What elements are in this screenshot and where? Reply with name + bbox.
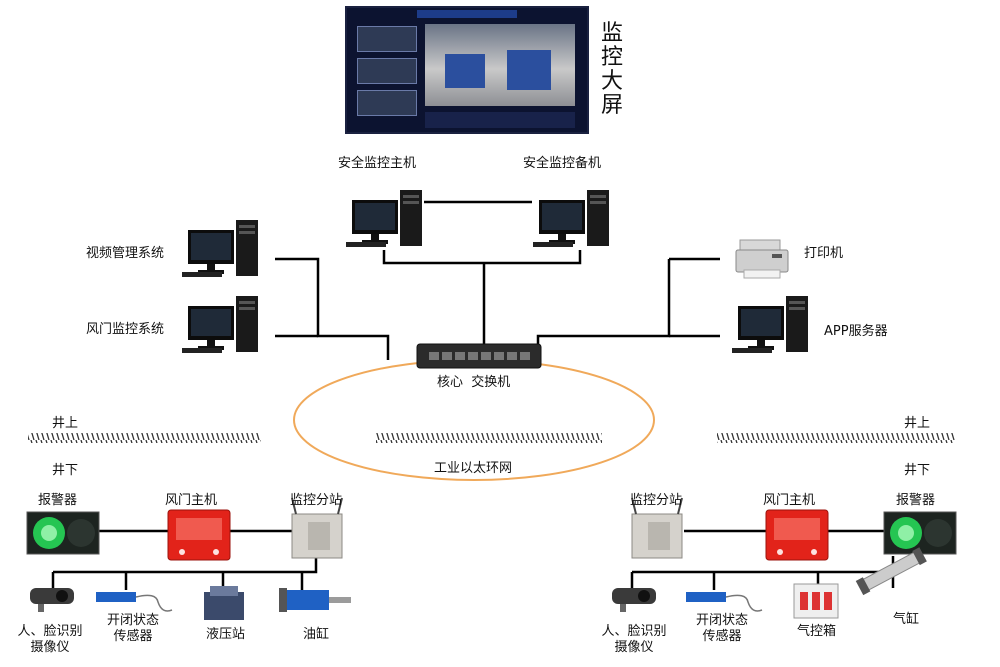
alarm-left-icon: [26, 511, 100, 555]
label-left-sensor-line2: 传感器: [113, 629, 153, 644]
label-right-sensor-line1: 开闭状态: [695, 613, 749, 628]
big-screen-char-2: 控: [600, 45, 623, 70]
monitoring-big-screen: [345, 6, 589, 134]
big-screen-char-4: 屏: [600, 93, 623, 118]
label-right-alarm: 报警器: [896, 493, 936, 508]
screen-thumb-3: [357, 90, 417, 116]
computer-main-host-icon: [346, 190, 422, 247]
screen-door-1: [445, 54, 485, 88]
label-main-host: 安全监控主机: [338, 156, 417, 171]
label-printer: 打印机: [804, 246, 844, 261]
screen-title-bar: [417, 10, 517, 18]
screen-main-view: [425, 24, 575, 106]
label-ring-network: 工业以太环网: [434, 461, 513, 476]
door-host-left-icon: [167, 509, 231, 561]
camera-left-icon: [30, 588, 74, 612]
label-backup-host: 安全监控备机: [523, 156, 602, 171]
printer-icon: [735, 239, 789, 279]
hydraulic-left-icon: [204, 586, 244, 620]
big-screen-label: 监 控 大 屏: [599, 22, 625, 118]
screen-door-2: [507, 50, 551, 90]
sensor-right-icon: [686, 592, 763, 612]
air-cylinder-right-icon: [855, 547, 927, 596]
air-control-box-right-icon: [793, 583, 839, 619]
core-switch-icon: [416, 343, 542, 369]
screen-thumb-2: [357, 58, 417, 84]
screen-button-row: [425, 112, 575, 128]
label-core-switch: 核心 交换机: [437, 375, 511, 390]
label-left-oil-cylinder: 油缸: [303, 627, 330, 642]
label-right-camera-line1: 人、脸识别: [601, 624, 667, 639]
label-right-air-cylinder: 气缸: [893, 612, 920, 627]
label-right-camera: 人、脸识别 摄像仪: [601, 624, 666, 656]
door-host-right-icon: [765, 509, 829, 561]
label-right-camera-line2: 摄像仪: [614, 640, 654, 655]
label-right-door-host: 风门主机: [763, 493, 816, 508]
computer-door-system-icon: [182, 296, 258, 353]
ground-line-left: [28, 433, 261, 443]
label-door-system: 风门监控系统: [86, 322, 165, 337]
alarm-right-icon: [883, 511, 957, 555]
computer-backup-host-icon: [533, 190, 609, 247]
label-left-camera: 人、脸识别 摄像仪: [17, 624, 82, 656]
computer-app-server-icon: [732, 296, 808, 353]
label-video-system: 视频管理系统: [86, 246, 165, 261]
big-screen-char-3: 大: [600, 69, 623, 94]
label-left-below-ground: 井下: [52, 463, 79, 478]
label-right-sensor: 开闭状态 传感器: [696, 613, 748, 645]
label-right-below-ground: 井下: [904, 463, 931, 478]
label-left-alarm: 报警器: [38, 493, 78, 508]
connection-lines: [51, 200, 895, 592]
label-left-above-ground: 井上: [52, 416, 79, 431]
substation-right-icon: [631, 497, 683, 559]
label-app-server: APP服务器: [824, 324, 888, 339]
substation-left-icon: [291, 497, 343, 559]
label-left-camera-line1: 人、脸识别: [17, 624, 83, 639]
label-right-above-ground: 井上: [904, 416, 931, 431]
label-left-door-host: 风门主机: [165, 493, 218, 508]
big-screen-char-1: 监: [600, 21, 623, 46]
label-right-sensor-line2: 传感器: [702, 629, 742, 644]
sensor-left-icon: [96, 592, 173, 612]
label-left-sensor-line1: 开闭状态: [106, 613, 160, 628]
label-right-air-box: 气控箱: [797, 624, 837, 639]
label-right-substation: 监控分站: [630, 493, 683, 508]
camera-right-icon: [612, 588, 656, 612]
label-left-hydraulic: 液压站: [206, 627, 246, 642]
label-left-substation: 监控分站: [290, 493, 343, 508]
label-left-camera-line2: 摄像仪: [30, 640, 70, 655]
computer-video-system-icon: [182, 220, 258, 277]
oil-cylinder-left-icon: [279, 588, 351, 612]
ground-line-right: [717, 433, 955, 443]
label-left-sensor: 开闭状态 传感器: [107, 613, 159, 645]
ground-line-center: [376, 433, 602, 443]
screen-thumb-1: [357, 26, 417, 52]
